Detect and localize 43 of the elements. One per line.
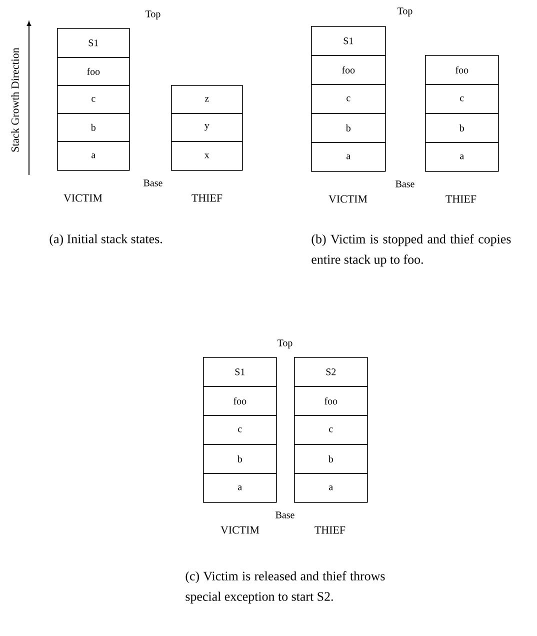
stack-cell: S1: [311, 26, 386, 56]
stack-cell: S1: [57, 28, 130, 58]
stack-cell: b: [57, 113, 130, 142]
stack-cell: c: [294, 415, 368, 445]
stack-end-label: Base: [144, 180, 162, 186]
stack-cell: S1: [203, 357, 277, 387]
stack-cell: c: [311, 84, 386, 114]
axis-label: Stack Growth Direction: [11, 48, 19, 152]
caption: (a) Initial stack states.: [50, 234, 162, 246]
stack-end-label: Top: [398, 8, 412, 16]
stack-cell: z: [171, 85, 243, 114]
stack-cell: a: [425, 142, 499, 172]
stack-cell: c: [425, 84, 499, 114]
caption: (c) Victim is released and thief throws special exception to start S2.: [186, 571, 385, 604]
stack-cell: a: [57, 141, 130, 171]
stack-end-label: Base: [276, 512, 294, 518]
stack-label: THIEF: [446, 195, 476, 203]
stack-label: THIEF: [192, 194, 222, 202]
stack-cell: b: [203, 444, 277, 474]
stack-end-label: Base: [396, 180, 414, 188]
stack-cell: b: [294, 444, 368, 474]
stack-cell: y: [171, 113, 243, 142]
stack-label: VICTIM: [64, 194, 102, 202]
stack-cell: b: [425, 113, 499, 143]
stack-cell: a: [203, 473, 277, 503]
stack-cell: foo: [203, 386, 277, 416]
stack-cell: foo: [294, 386, 368, 416]
stack-cell: a: [311, 142, 386, 172]
stack-end-label: Top: [146, 10, 160, 20]
stack-cell: b: [311, 113, 386, 143]
stack-cell: a: [294, 473, 368, 503]
stack-label: VICTIM: [328, 195, 368, 203]
stack-cell: c: [203, 415, 277, 445]
stack-cell: x: [171, 141, 243, 171]
caption: (b) Victim is stopped and thief copies entire stack up to foo.: [312, 234, 511, 266]
stack-label: VICTIM: [220, 526, 260, 534]
stack-label: THIEF: [314, 526, 346, 534]
stack-cell: c: [57, 85, 130, 114]
stack-cell: foo: [311, 55, 386, 85]
stack-cell: foo: [425, 55, 499, 85]
stack-end-label: Top: [278, 340, 292, 348]
stack-cell: foo: [57, 57, 130, 86]
stack-cell: S2: [294, 357, 368, 387]
